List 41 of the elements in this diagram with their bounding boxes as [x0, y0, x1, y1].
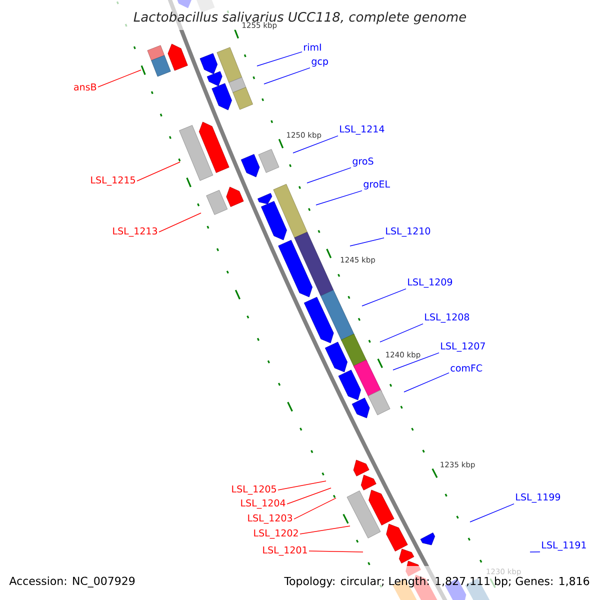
leader-line	[350, 238, 384, 246]
footer-text: Topology: circular; Length: 1,827,111 bp; Genes: 1,816	[284, 576, 590, 588]
gene-label: LSL_1203	[248, 514, 292, 524]
leader-line	[470, 504, 514, 522]
leader-line	[392, 352, 440, 370]
gene-label: LSL_1204	[241, 499, 286, 509]
gene-label: rimI	[304, 43, 321, 51]
leader-line	[316, 190, 362, 206]
leader-line	[286, 488, 332, 504]
leader-line	[292, 136, 338, 154]
leader-line	[306, 167, 352, 184]
leader-line	[362, 288, 406, 306]
leader-line	[308, 550, 364, 552]
gene-label: LSL_1199	[516, 493, 560, 503]
leader-line	[404, 372, 450, 392]
leader-line	[158, 212, 202, 232]
gene-label: LSL_1210	[386, 227, 430, 237]
leader-line	[256, 51, 302, 66]
leader-line	[380, 324, 424, 342]
gene-label: comFC	[450, 364, 482, 372]
leader-line	[264, 68, 310, 84]
leader-line	[294, 498, 336, 520]
gene-label: LSL_1209	[408, 278, 452, 288]
gene-label: LSL_1215	[91, 176, 135, 186]
gene-label: groS	[352, 157, 374, 167]
gene-label: LSL_1214	[340, 125, 384, 135]
gene-label: LSL_1208	[425, 313, 470, 323]
leader-line	[300, 526, 350, 534]
gene-label: LSL_1201	[263, 546, 307, 556]
gene-label: groEL	[364, 180, 390, 190]
gene-label: LSL_1191	[542, 541, 586, 551]
leader-line	[136, 162, 180, 182]
gene-label: gcp	[312, 59, 328, 67]
gene-label: LSL_1205	[232, 485, 276, 495]
gene-label: LSL_1213	[113, 227, 158, 237]
leader-line	[278, 480, 326, 490]
gene-label: LSL_1202	[254, 529, 298, 539]
footer-text: Accession: NC_007929	[9, 576, 135, 588]
gene-label: LSL_1207	[441, 342, 485, 352]
leader-line	[98, 70, 142, 88]
gene-label: ansB	[74, 83, 96, 91]
